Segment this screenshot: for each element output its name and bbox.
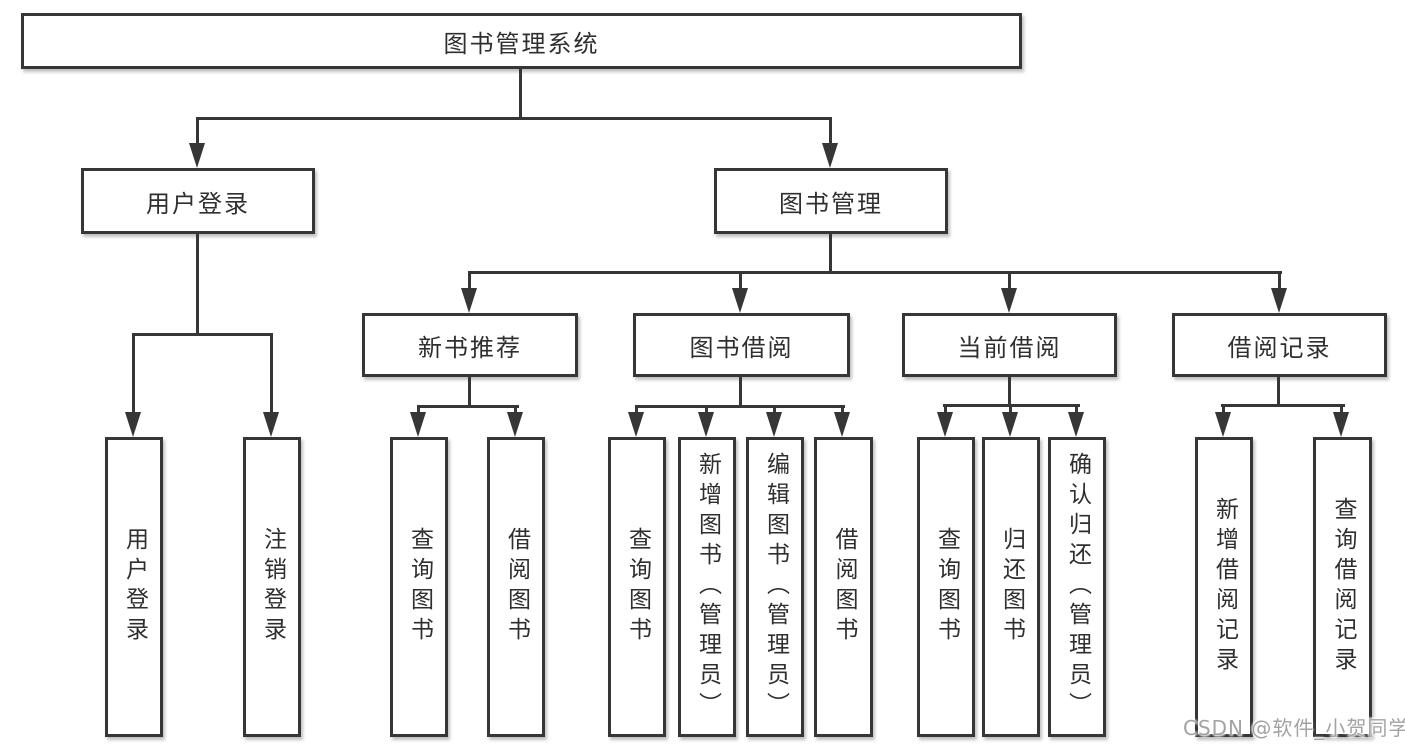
connector-line-v: [739, 271, 742, 291]
arrow-down-icon: [1271, 288, 1287, 313]
arrow-down-icon: [1001, 288, 1017, 313]
arrow-down-icon: [263, 412, 279, 437]
arrow-down-icon: [125, 412, 141, 437]
leaf-confirm-return-admin: 确认归还（管理员）: [1048, 437, 1106, 737]
leaf-add-books-admin-label: 新增图书（管理员）: [694, 452, 721, 722]
connector-line-v: [739, 377, 742, 408]
connector-line-v: [196, 234, 199, 335]
connector-line-v: [270, 333, 273, 413]
connector-line-v: [705, 405, 708, 415]
connector-line-v: [1008, 377, 1011, 407]
leaf-confirm-return-admin-label: 确认归还（管理员）: [1064, 452, 1091, 722]
arrow-down-icon: [1002, 412, 1018, 437]
leaf-borrow-books-2: 借阅图书: [814, 437, 873, 737]
arrow-down-icon: [937, 412, 953, 437]
arrow-down-icon: [766, 412, 782, 437]
leaf-query-books-1: 查询图书: [390, 437, 448, 737]
connector-line-v: [1075, 404, 1078, 415]
leaf-add-books-admin: 新增图书（管理员）: [678, 437, 736, 737]
connector-line-h: [417, 405, 519, 408]
leaf-user-login-label: 用户登录: [121, 527, 148, 647]
leaf-return-books: 归还图书: [982, 437, 1040, 737]
leaf-borrow-books-2-label: 借阅图书: [831, 527, 857, 647]
connector-line-v: [519, 69, 522, 119]
leaf-query-books-1-label: 查询图书: [406, 527, 433, 647]
leaf-return-books-label: 归还图书: [998, 527, 1025, 647]
arrow-down-icon: [507, 412, 523, 437]
arrow-down-icon: [461, 288, 477, 313]
node-borrow-records-label: 借阅记录: [1227, 333, 1332, 362]
node-new-book-recommend-label: 新书推荐: [418, 333, 522, 362]
leaf-logout-label: 注销登录: [259, 527, 286, 647]
connector-line-v: [196, 117, 199, 145]
leaf-logout: 注销登录: [243, 437, 301, 737]
connector-line-h: [132, 333, 273, 336]
connector-line-v: [1009, 404, 1012, 415]
csdn-watermark: CSDN @软件_小贺同学: [1183, 716, 1405, 740]
leaf-user-login: 用户登录: [105, 437, 163, 737]
connector-line-v: [1008, 271, 1011, 291]
connector-line-v: [1278, 271, 1281, 291]
connector-line-h: [468, 271, 1282, 274]
leaf-query-books-3: 查询图书: [917, 437, 975, 737]
arrow-down-icon: [1333, 412, 1349, 437]
connector-line-v: [1277, 377, 1280, 406]
connector-line-h: [635, 405, 845, 408]
leaf-query-borrow-record-label: 查询借阅记录: [1330, 497, 1356, 677]
connector-line-v: [468, 271, 471, 291]
arrow-down-icon: [834, 412, 850, 437]
arrow-down-icon: [822, 143, 838, 168]
leaf-borrow-books-1: 借阅图书: [487, 437, 545, 737]
node-book-borrowing-label: 图书借阅: [689, 333, 794, 362]
leaf-edit-books-admin-label: 编辑图书（管理员）: [762, 452, 789, 722]
leaf-add-borrow-record: 新增借阅记录: [1195, 437, 1253, 737]
arrow-down-icon: [189, 143, 205, 168]
connector-line-v: [635, 405, 638, 415]
arrow-down-icon: [1068, 412, 1084, 437]
connector-line-v: [468, 377, 471, 408]
node-root: 图书管理系统: [21, 13, 1022, 69]
leaf-add-borrow-record-label: 新增借阅记录: [1211, 497, 1238, 677]
connector-line-v: [1222, 404, 1225, 415]
node-current-borrowing-label: 当前借阅: [957, 333, 1062, 362]
arrow-down-icon: [628, 412, 644, 437]
node-book-management: 图书管理: [714, 168, 948, 234]
node-user-login: 用户登录: [81, 168, 315, 234]
connector-line-v: [841, 405, 844, 415]
connector-line-v: [944, 404, 947, 415]
connector-line-v: [829, 234, 832, 273]
leaf-query-books-2-label: 查询图书: [624, 527, 651, 647]
node-current-borrowing: 当前借阅: [902, 313, 1117, 377]
node-new-book-recommend: 新书推荐: [362, 313, 578, 377]
node-borrow-records: 借阅记录: [1172, 313, 1387, 377]
node-root-label: 图书管理系统: [443, 29, 600, 58]
leaf-query-books-2: 查询图书: [608, 437, 666, 737]
leaf-query-borrow-record: 查询借阅记录: [1313, 437, 1372, 737]
connector-line-v: [417, 405, 420, 415]
arrow-down-icon: [1215, 412, 1231, 437]
arrow-down-icon: [698, 412, 714, 437]
arrow-down-icon: [732, 288, 748, 313]
connector-line-v: [773, 405, 776, 415]
leaf-borrow-books-1-label: 借阅图书: [503, 527, 530, 647]
connector-line-v: [514, 405, 517, 415]
connector-line-v: [132, 333, 135, 413]
arrow-down-icon: [410, 412, 426, 437]
node-book-borrowing: 图书借阅: [633, 313, 850, 377]
connector-line-v: [1340, 404, 1343, 415]
connector-line-h: [1221, 404, 1345, 407]
leaf-query-books-3-label: 查询图书: [933, 527, 960, 647]
node-book-management-label: 图书管理: [779, 189, 883, 218]
connector-line-v: [829, 117, 832, 145]
node-user-login-label: 用户登录: [146, 189, 250, 218]
leaf-edit-books-admin: 编辑图书（管理员）: [746, 437, 804, 737]
connector-line-h: [196, 117, 832, 120]
